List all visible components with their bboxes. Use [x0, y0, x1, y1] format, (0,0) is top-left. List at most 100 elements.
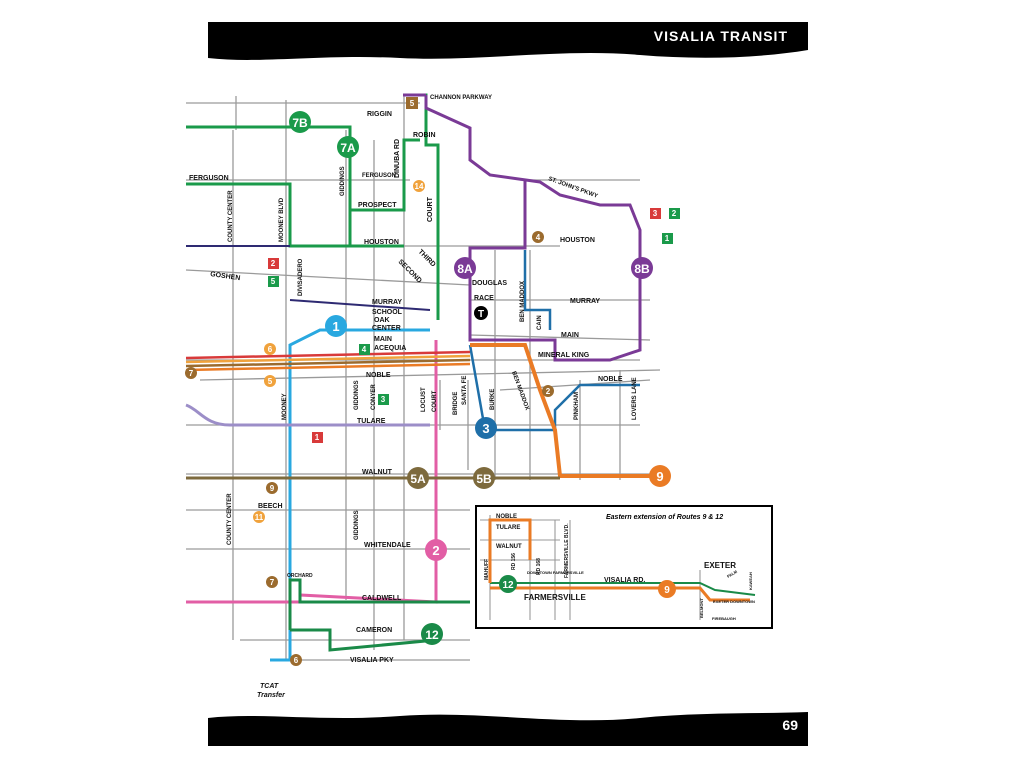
sq-4	[359, 344, 370, 355]
route-12-path	[288, 578, 470, 652]
route-5a-label: 5A	[410, 472, 426, 486]
street-tulare: TULARE	[357, 418, 386, 425]
inset-firebaugh: FIREBAUGH	[712, 616, 736, 621]
sq-4-label: 4	[362, 345, 367, 354]
footer-band: 69	[208, 708, 808, 746]
transit-center-icon	[474, 306, 488, 320]
badge-11-label: 11	[255, 513, 264, 522]
sq-2-red-label: 2	[271, 259, 276, 268]
badge-5-left-label: 5	[268, 377, 273, 386]
inset-route-9	[490, 586, 750, 602]
street-third: THIRD	[417, 248, 437, 268]
street-court-n: COURT	[427, 196, 434, 222]
street-channon: CHANNON PARKWAY	[430, 95, 492, 101]
badge-6-label: 6	[268, 345, 273, 354]
street-ferguson-l: FERGUSON	[189, 175, 229, 182]
street-murray-l: MURRAY	[372, 299, 402, 306]
street-lovers-lane: LOVERS LANE	[632, 377, 638, 420]
sq-2-label: 2	[672, 209, 677, 218]
sq-3-green-label: 3	[381, 395, 386, 404]
badge-7-left-label: 7	[189, 369, 194, 378]
street-burke: BURKE	[490, 389, 496, 410]
route-5b-badge	[473, 467, 495, 489]
street-prospect: PROSPECT	[358, 202, 397, 209]
inset-tulare: TULARE	[496, 525, 520, 531]
inset-map: Eastern extension of Routes 9 & 12 12 9 …	[475, 505, 773, 629]
badge-9	[266, 482, 278, 494]
street-court-s: COURT	[432, 390, 438, 412]
inset-mahuff: MAHUFF	[484, 559, 490, 580]
inset-downtown-farmersville: DOWNTOWN FARMERSVILLE	[527, 570, 584, 575]
street-second: SECOND	[397, 258, 423, 284]
street-center: CENTER	[372, 325, 401, 332]
street-houston-l: HOUSTON	[364, 239, 399, 246]
sq-2	[669, 208, 680, 219]
page-number: 69	[782, 717, 798, 733]
badge-4	[532, 231, 544, 243]
header-band-shape	[208, 22, 808, 60]
street-cameron: CAMERON	[356, 627, 392, 634]
street-beech: BEECH	[258, 503, 283, 510]
sq-3-green	[378, 394, 389, 405]
badge-6-bottom	[290, 654, 302, 666]
street-mooney: MOONEY	[282, 393, 288, 420]
route-8a-badge	[454, 257, 476, 279]
inset-route-9-label: 9	[664, 585, 670, 596]
badge-4-label: 4	[536, 233, 541, 242]
street-county-center-n: COUNTY CENTER	[228, 190, 234, 242]
route-9-label: 9	[656, 469, 663, 484]
street-noble-r: NOBLE	[598, 376, 623, 383]
route-8b-label: 8B	[634, 262, 650, 276]
street-race: RACE	[474, 295, 494, 302]
route-7b-badge	[289, 111, 311, 133]
inset-route-9-badge	[658, 580, 676, 598]
street-main-l: MAIN	[374, 336, 392, 343]
street-divisadero: DIVISADERO	[298, 258, 304, 296]
street-murray-r: MURRAY	[570, 298, 600, 305]
badge-14-label: 14	[415, 182, 424, 191]
street-pinkham: PINKHAM	[574, 392, 580, 420]
route-8-path	[403, 93, 642, 362]
badge-5-left	[264, 375, 276, 387]
badge-11	[253, 511, 265, 523]
sq-1	[662, 233, 673, 244]
badge-2	[542, 385, 554, 397]
inset-farmersville-blvd: FARMERSVILLE BLVD.	[564, 523, 570, 578]
inset-rd-168: RD 168	[536, 558, 542, 575]
inset-route-12-label: 12	[502, 580, 514, 591]
route-12-badge	[421, 623, 443, 645]
street-santa-fe: SANTA FE	[462, 376, 468, 405]
sq-5	[268, 276, 279, 287]
street-conyer: CONYER	[371, 384, 377, 410]
route-2-label: 2	[432, 543, 439, 558]
street-mooney-blvd: MOONEY BLVD	[279, 197, 285, 242]
street-giddings-c: GIDDINGS	[354, 380, 360, 410]
inset-exeter-downtown: EXETER DOWNTOWN	[713, 599, 755, 604]
sq-1-red-label: 1	[315, 433, 320, 442]
transit-center-label: T	[478, 309, 484, 320]
street-caldwell: CALDWELL	[362, 595, 402, 602]
street-ben-maddox-s: BEN MADDOX	[510, 371, 530, 412]
inset-route-9-north	[488, 518, 532, 583]
sq-2-red	[268, 258, 279, 269]
route-8b-badge	[631, 257, 653, 279]
sq-3	[650, 208, 661, 219]
route-9-path	[470, 343, 660, 478]
inset-title: Eastern extension of Routes 9 & 12	[606, 514, 723, 521]
badge-7-left	[185, 367, 197, 379]
badge-7-bottom-label: 7	[270, 578, 275, 587]
street-transfer: Transfer	[257, 692, 286, 699]
route-3-path	[468, 250, 640, 432]
route-navy-path	[186, 245, 431, 311]
street-cain: CAIN	[537, 315, 543, 330]
sq-5-label: 5	[271, 277, 276, 286]
route-badges: 7B 7A 8A 8B 1 3 9 5A 5B 2 12	[289, 111, 671, 645]
inset-noble: NOBLE	[496, 514, 517, 520]
route-7b-label: 7B	[292, 116, 308, 130]
inset-route-12-badge	[499, 575, 517, 593]
inset-palm: PALM	[726, 569, 739, 579]
street-whitendale: WHITENDALE	[364, 542, 411, 549]
route-trunk-path	[185, 350, 471, 372]
route-12-label: 12	[425, 628, 439, 642]
